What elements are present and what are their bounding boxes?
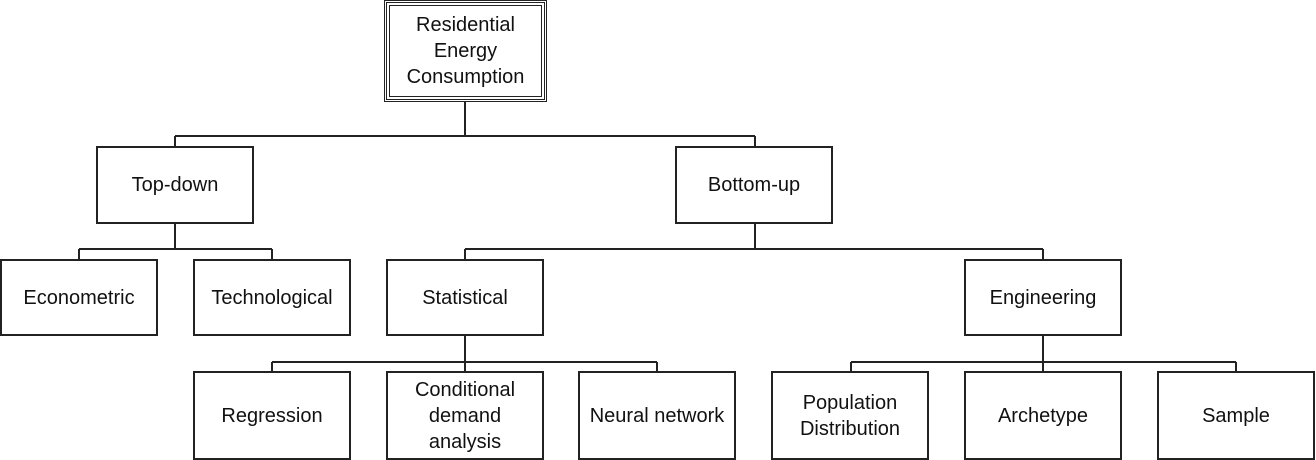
sample-label: Sample (1202, 404, 1270, 427)
regression-node: Regression (193, 371, 351, 460)
econometric-node: Econometric (0, 259, 158, 336)
statistical-label: Statistical (422, 286, 508, 309)
regression-label: Regression (221, 404, 323, 427)
technological-node: Technological (193, 259, 351, 336)
econometric-label: Econometric (23, 286, 135, 309)
top-down-label: Top-down (131, 174, 219, 196)
bottom-up-node: Bottom-up (675, 146, 833, 224)
engineering-node: Engineering (964, 259, 1122, 336)
root-node: Residential Energy Consumption (384, 0, 547, 102)
neural-network-node: Neural network (578, 371, 736, 460)
bottom-up-label: Bottom-up (707, 174, 801, 196)
top-down-node: Top-down (96, 146, 254, 224)
archetype-label: Archetype (997, 404, 1089, 427)
population-distribution-label: Population Distribution (799, 391, 901, 440)
sample-node: Sample (1157, 371, 1315, 460)
statistical-node: Statistical (386, 259, 544, 336)
conditional-demand-analysis-label: Conditional demand analysis (414, 378, 516, 453)
population-distribution-node: Population Distribution (771, 371, 929, 460)
root-label: Residential Energy Consumption (406, 14, 525, 88)
archetype-node: Archetype (964, 371, 1122, 460)
technological-label: Technological (211, 286, 333, 309)
neural-network-label: Neural network (589, 404, 725, 427)
engineering-label: Engineering (989, 286, 1097, 309)
conditional-demand-analysis-node: Conditional demand analysis (386, 371, 544, 460)
